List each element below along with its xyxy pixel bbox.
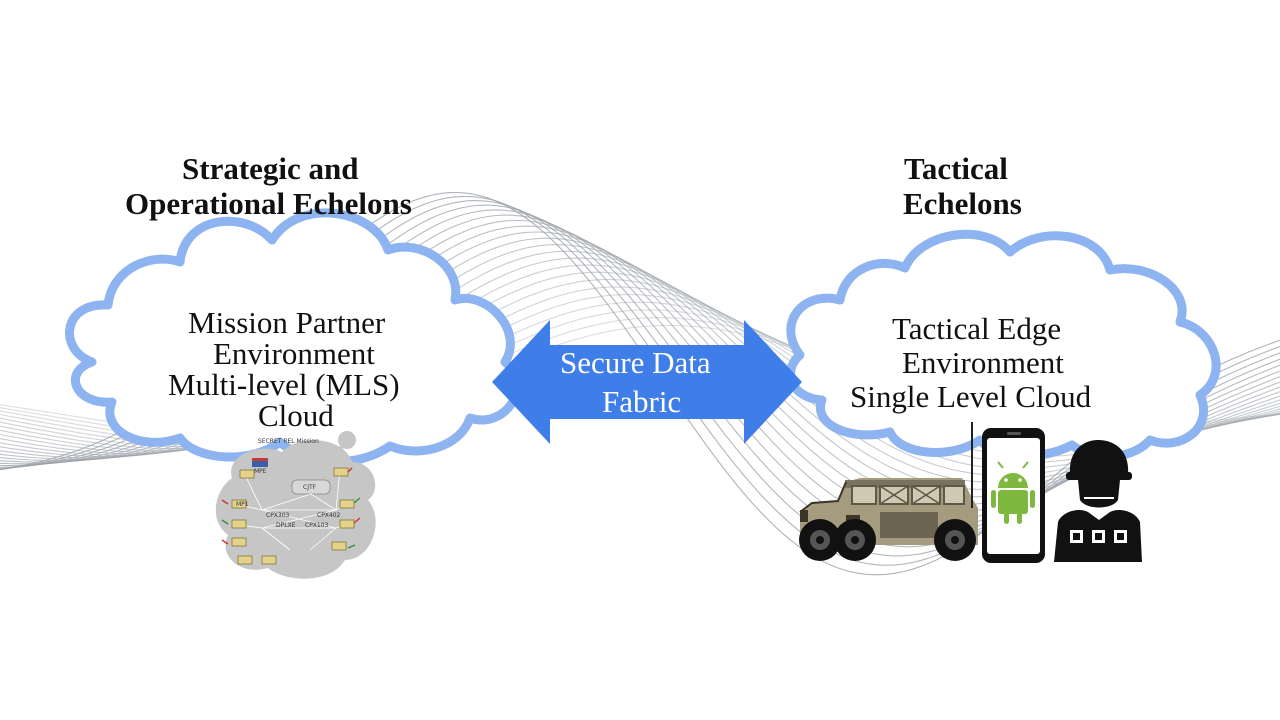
left-cloud-line4: Cloud (258, 398, 334, 433)
left-cloud-line1: Mission Partner (188, 305, 386, 340)
network-header-label: SECRET REL Mission (258, 438, 319, 445)
network-c3-label: DPLXE (276, 522, 296, 529)
right-cloud-line2: Environment (902, 345, 1064, 380)
right-cloud-line3: Single Level Cloud (850, 379, 1092, 414)
network-c4-label: CPX103 (305, 522, 329, 529)
network-c1-label: CPX303 (266, 512, 290, 519)
left-heading-line2: Operational Echelons (125, 186, 412, 221)
secure-data-fabric-arrow (492, 320, 802, 444)
right-heading-line1: Tactical (904, 151, 1008, 186)
network-c2-label: CPX402 (317, 512, 341, 519)
left-cloud-line2: Environment (213, 336, 375, 371)
left-cloud-line3: Multi-level (MLS) (168, 367, 400, 402)
network-node-label: MP1 (236, 501, 249, 508)
smartphone-android-icon (982, 428, 1045, 563)
soldier-icon (1054, 440, 1142, 562)
left-cloud (65, 208, 522, 467)
right-heading-line2: Echelons (903, 186, 1022, 221)
right-cloud (786, 229, 1221, 461)
network-mpe-label: MPE (254, 468, 267, 475)
arrow-label-line2: Fabric (602, 384, 682, 419)
right-cloud-line1: Tactical Edge (892, 311, 1062, 346)
humvee-icon (799, 422, 978, 561)
arrow-label-line1: Secure Data (560, 345, 711, 380)
left-heading-line1: Strategic and (182, 151, 359, 186)
network-diagram-icon (215, 431, 376, 579)
network-core-label: CJTF (303, 484, 317, 491)
